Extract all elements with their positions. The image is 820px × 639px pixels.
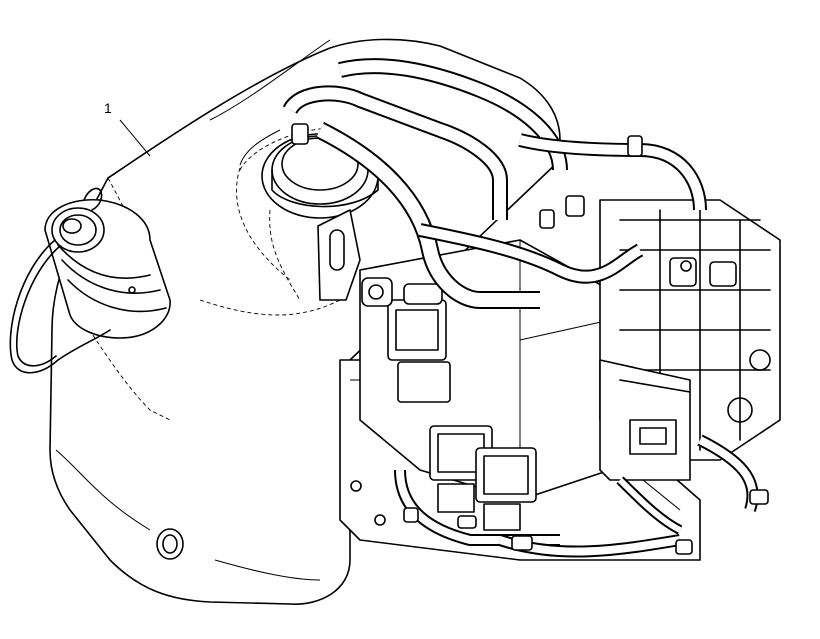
cap-retaining-strap	[9, 239, 111, 374]
drain-plug	[156, 528, 184, 560]
tank-body	[49, 38, 561, 605]
engine-assembly	[261, 133, 781, 561]
callout-label-1: 1	[104, 100, 112, 116]
hoses	[282, 58, 759, 558]
callout-leader-1	[119, 119, 151, 157]
filler-neck	[44, 187, 171, 339]
hose-clamps	[291, 123, 769, 555]
